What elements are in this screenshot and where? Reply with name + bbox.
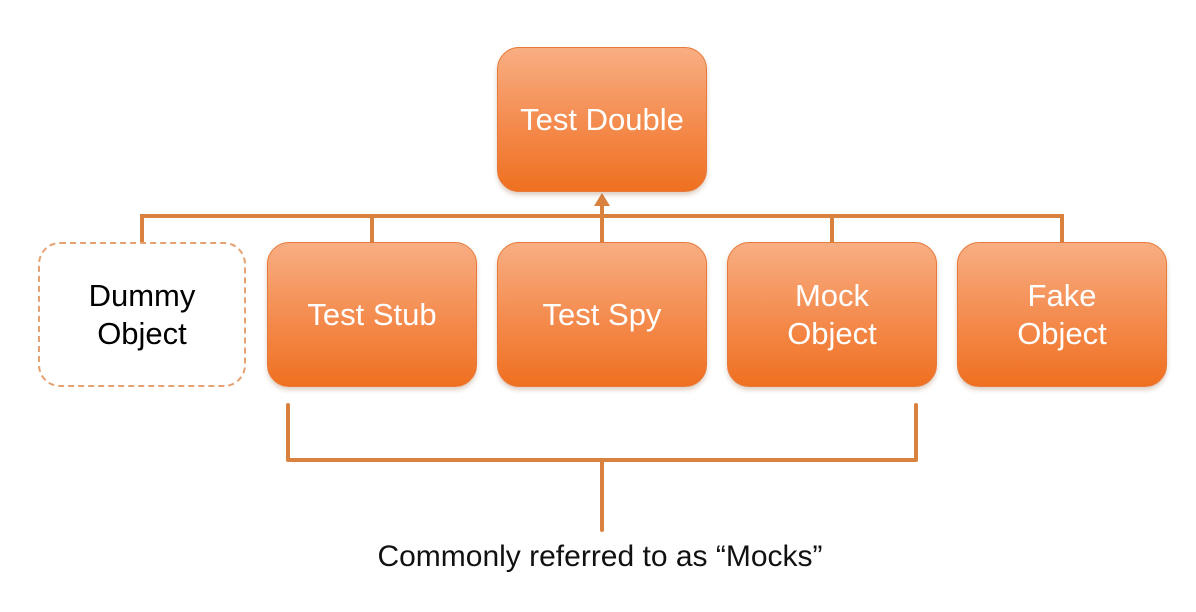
- connector-arrowhead: [594, 193, 610, 206]
- node-test-spy: Test Spy: [497, 242, 707, 387]
- node-test-stub: Test Stub: [267, 242, 477, 387]
- node-fake-object-label: Fake Object: [1017, 277, 1107, 351]
- node-test-spy-label: Test Spy: [542, 296, 662, 332]
- node-dummy-object: Dummy Object: [38, 242, 246, 387]
- node-test-double: Test Double: [497, 47, 707, 192]
- mocks-caption: Commonly referred to as “Mocks”: [377, 540, 823, 573]
- node-mock-object: Mock Object: [727, 242, 937, 387]
- node-fake-object: Fake Object: [957, 242, 1167, 387]
- node-test-double-label: Test Double: [520, 101, 684, 137]
- node-mock-object-label: Mock Object: [787, 277, 877, 351]
- mocks-bracket: [286, 403, 918, 462]
- node-test-stub-label: Test Stub: [307, 296, 437, 332]
- node-dummy-object-label: Dummy Object: [88, 277, 196, 351]
